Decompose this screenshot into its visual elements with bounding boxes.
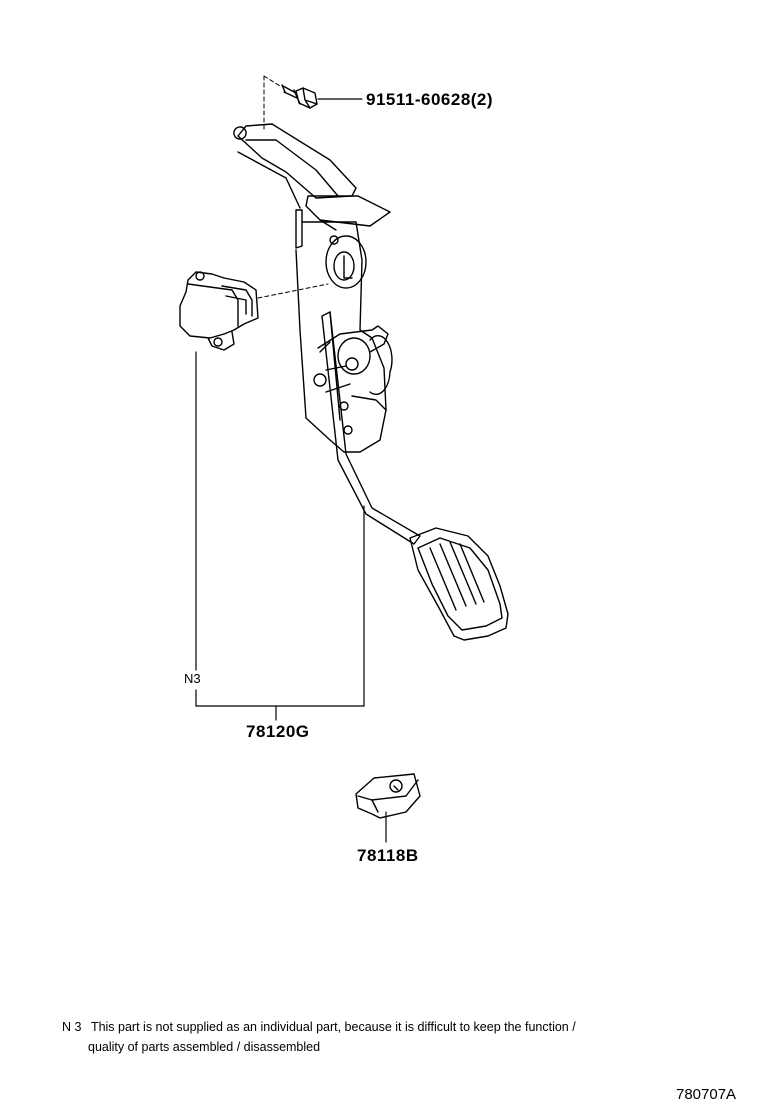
footnote-line-2: quality of parts assembled / disassemble… xyxy=(88,1040,321,1054)
bolt-alignment-dashline-top xyxy=(263,75,281,87)
footnote-line-1: This part is not supplied as an individu… xyxy=(90,1020,576,1034)
sensor-alignment-dashline xyxy=(257,283,329,299)
footnote-code: N 3 xyxy=(62,1020,82,1034)
pedal-pad-cover-icon xyxy=(355,773,421,819)
footnote: N 3 This part is not supplied as an indi… xyxy=(62,1018,576,1037)
bolt-icon xyxy=(281,84,318,109)
bolt-part-number: 91511-60628(2) xyxy=(366,90,494,109)
accelerator-pedal-assembly-icon xyxy=(233,123,509,641)
note-code-label: N3 xyxy=(184,671,201,686)
figure-id: 780707A xyxy=(676,1086,737,1103)
pedal-position-sensor-icon xyxy=(179,271,259,351)
pedal-assembly-part-number: 78120G xyxy=(246,722,310,741)
group-bracket-left-lower xyxy=(195,505,365,707)
pedal-pad-part-number: 78118B xyxy=(357,846,419,865)
